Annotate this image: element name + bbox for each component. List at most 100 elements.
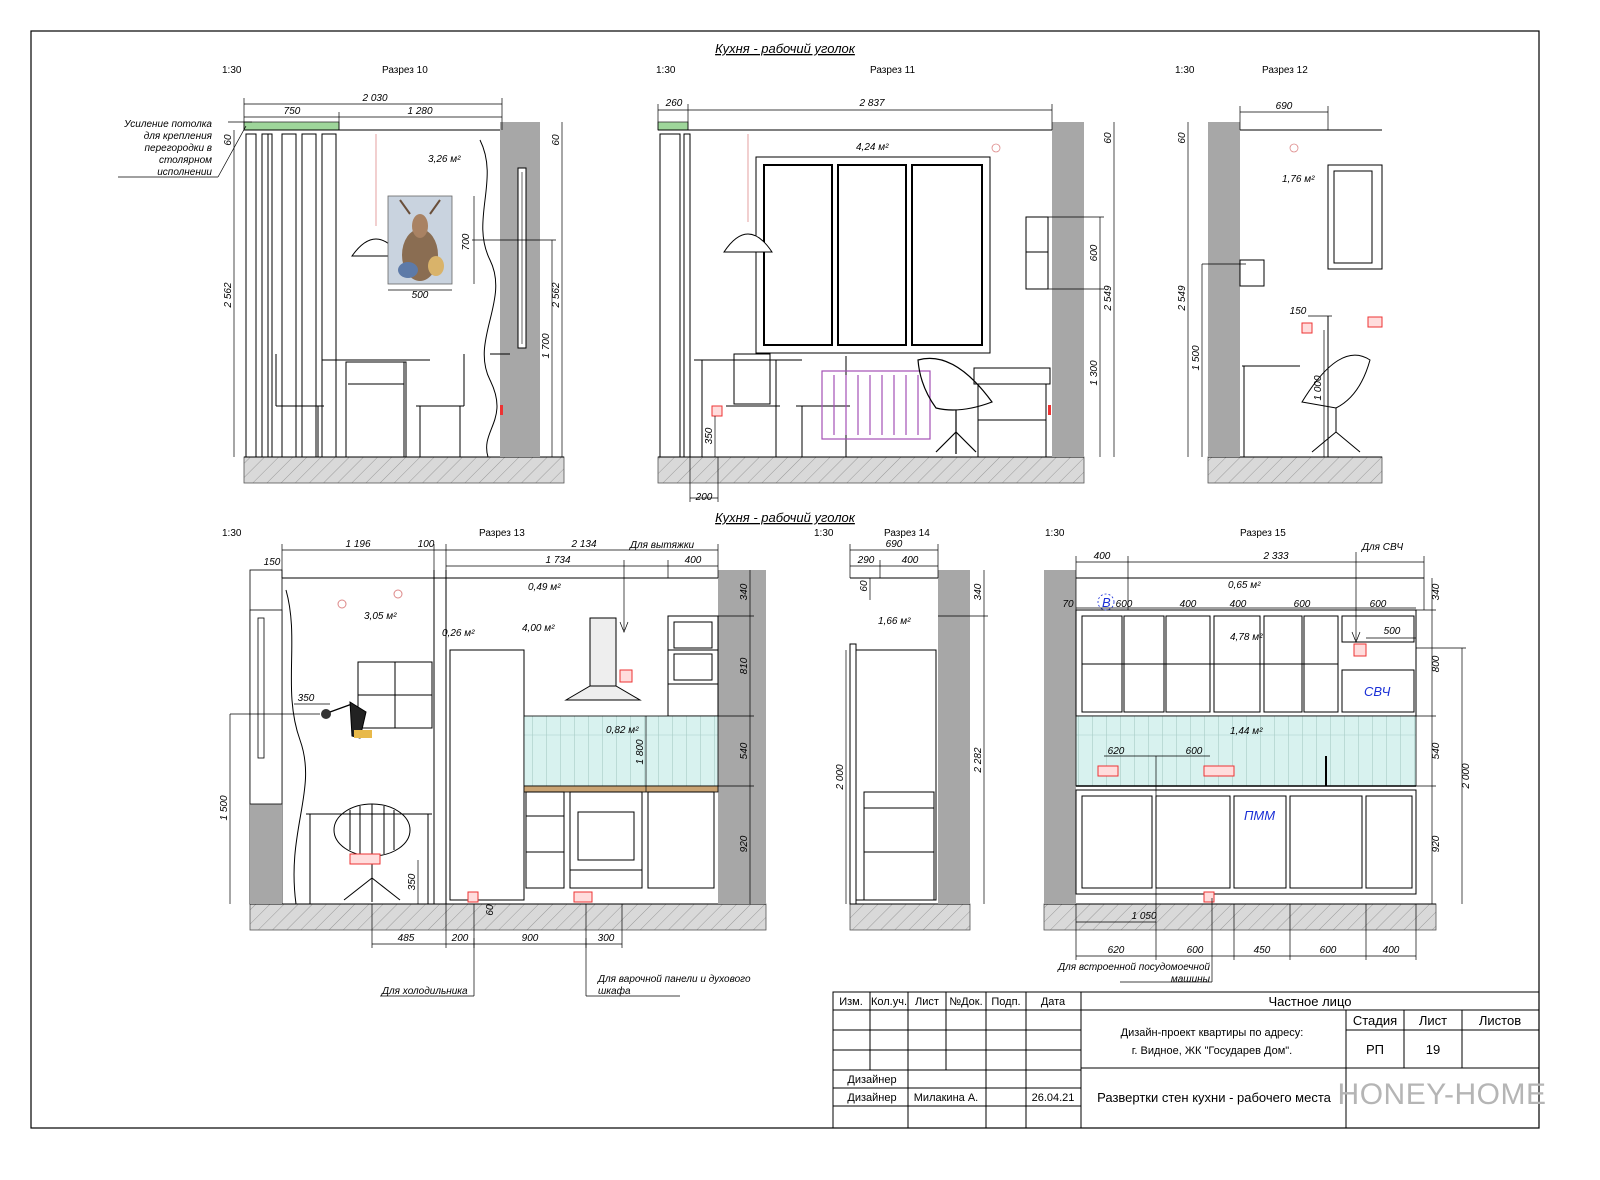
dim-s14-1: 290 — [857, 555, 875, 566]
note-s15-dishwasher-0: Для встроенной посудомоечной — [1057, 962, 1210, 973]
dim-s13-7: 810 — [739, 657, 750, 674]
fridge — [449, 649, 525, 901]
dim-s14-3: 60 — [859, 580, 870, 592]
floor-hatch-s11 — [657, 456, 1085, 484]
dim-s14-5: 2 000 — [835, 764, 846, 790]
scale-s11: 1:30 — [656, 65, 676, 76]
note-s10-2: перегородки в — [145, 143, 213, 154]
dim-s15-2: 70 — [1062, 599, 1074, 610]
area-s15-2: 1,44 м² — [1230, 726, 1263, 737]
dim-s14-0: 690 — [886, 539, 903, 550]
tb-sheet-header: Лист — [1419, 1013, 1447, 1028]
wall-left-s15 — [1044, 570, 1076, 904]
dim-s13-2: 2 134 — [570, 539, 596, 550]
brand-logo: HONEY-HOME — [1338, 1078, 1547, 1111]
dim-s15-1: 2 333 — [1262, 551, 1288, 562]
dim-s15-17: 620 — [1108, 945, 1125, 956]
dim-s15-4: 400 — [1180, 599, 1197, 610]
dim-s13-6: 340 — [739, 583, 750, 600]
area-s13-1: 3,05 м² — [364, 611, 397, 622]
area-s15-0: 0,65 м² — [1228, 580, 1261, 591]
radiator — [821, 370, 931, 440]
floor-hatch-s10 — [243, 456, 565, 484]
dim-s15-8: 500 — [1384, 626, 1401, 637]
backsplash-s15 — [1075, 715, 1417, 787]
dim-s10-9: 1 700 — [541, 333, 552, 358]
lower-cabinets — [1075, 789, 1417, 895]
floor-hatch-s14 — [849, 903, 971, 931]
dim-s10-3: 60 — [223, 134, 234, 146]
note-s10-4: исполнении — [157, 167, 212, 178]
dim-s11-7: 200 — [695, 492, 713, 503]
note-s13-hood: Для вытяжки — [629, 540, 695, 551]
area-s15-1: 4,78 м² — [1230, 632, 1263, 643]
tb-header-3: №Док. — [949, 996, 982, 1008]
wall-column-s11 — [1052, 122, 1084, 457]
label-microwave: СВЧ — [1364, 684, 1391, 699]
floor-hatch-s13 — [249, 903, 767, 931]
tb-sheets-header: Листов — [1479, 1013, 1521, 1028]
tb-drawing-title: Развертки стен кухни - рабочего места — [1097, 1090, 1332, 1105]
section-12: 690 60 2 549 1 500 150 1 000 1,76 м² — [1177, 101, 1383, 484]
dim-s13-9: 920 — [739, 835, 750, 852]
dim-s10-8: 500 — [412, 290, 429, 301]
range-hood — [564, 617, 642, 701]
tb-role-1: Дизайнер — [847, 1074, 896, 1086]
dim-s15-12: 2 000 — [1461, 763, 1472, 789]
section-14: 690 290 400 60 340 2 000 2 282 1,66 м² — [835, 539, 988, 931]
floor-hatch-s15 — [1043, 903, 1437, 931]
upper-cabinets — [1075, 609, 1417, 717]
dim-s13-8: 540 — [739, 742, 750, 759]
dim-s15-15: 600 — [1186, 746, 1203, 757]
dim-s11-6: 350 — [704, 427, 715, 444]
dim-s15-19: 450 — [1254, 945, 1271, 956]
section-15: В СВЧ ПММ — [1043, 542, 1472, 985]
tb-header-2: Лист — [915, 996, 939, 1008]
note-s10-0: Усиление потолка — [123, 119, 212, 130]
dim-s13-18: 60 — [485, 904, 496, 916]
label-s15: Разрез 15 — [1240, 528, 1286, 539]
dim-s14-2: 400 — [902, 555, 919, 566]
dim-s13-14: 485 — [398, 933, 415, 944]
dim-s12-2: 2 549 — [1177, 285, 1188, 311]
section-11: 260 2 837 60 600 2 549 1 300 350 200 4,2… — [657, 98, 1115, 503]
dim-s13-0: 1 196 — [345, 539, 370, 550]
scale-s15: 1:30 — [1045, 528, 1065, 539]
dim-s10-4: 60 — [551, 134, 562, 146]
area-s14: 1,66 м² — [878, 616, 911, 627]
dim-s12-0: 690 — [1276, 101, 1293, 112]
dim-s11-1: 2 837 — [858, 98, 884, 109]
dim-s13-15: 200 — [451, 933, 469, 944]
dim-s13-12: 1 500 — [219, 795, 230, 820]
dim-s15-5: 400 — [1230, 599, 1247, 610]
dim-s11-2: 60 — [1103, 132, 1114, 144]
dim-s10-6: 2 562 — [551, 282, 562, 308]
tb-header-1: Кол.уч. — [871, 996, 907, 1008]
dim-s15-9: 340 — [1431, 583, 1442, 600]
area-s13-0: 0,49 м² — [528, 582, 561, 593]
dim-s15-6: 600 — [1294, 599, 1311, 610]
dim-s10-0: 2 030 — [361, 93, 387, 104]
wall-column-s14 — [938, 570, 970, 904]
title-block — [832, 991, 1540, 1129]
dim-s13-16: 900 — [522, 933, 539, 944]
dim-s14-6: 2 282 — [973, 747, 984, 773]
dim-s15-18: 600 — [1187, 945, 1204, 956]
dim-s14-4: 340 — [973, 583, 984, 600]
note-s15-dishwasher-1: машины — [1171, 974, 1211, 985]
deer-painting — [387, 195, 453, 285]
tb-header-0: Изм. — [839, 996, 863, 1008]
dim-s13-17: 300 — [598, 933, 615, 944]
dim-s12-5: 1 000 — [1313, 375, 1324, 400]
dim-s13-3: 150 — [264, 557, 281, 568]
dim-s12-4: 150 — [1290, 306, 1307, 317]
title-top: Кухня - рабочий уголок — [715, 41, 856, 56]
dim-s13-5: 400 — [685, 555, 702, 566]
tb-role-2: Дизайнер — [847, 1092, 896, 1104]
area-s12: 1,76 м² — [1282, 174, 1315, 185]
wall-right-s13 — [718, 570, 766, 904]
tb-author: Милакина А. — [914, 1092, 978, 1104]
area-s10: 3,26 м² — [428, 154, 461, 165]
label-s11: Разрез 11 — [870, 65, 915, 76]
